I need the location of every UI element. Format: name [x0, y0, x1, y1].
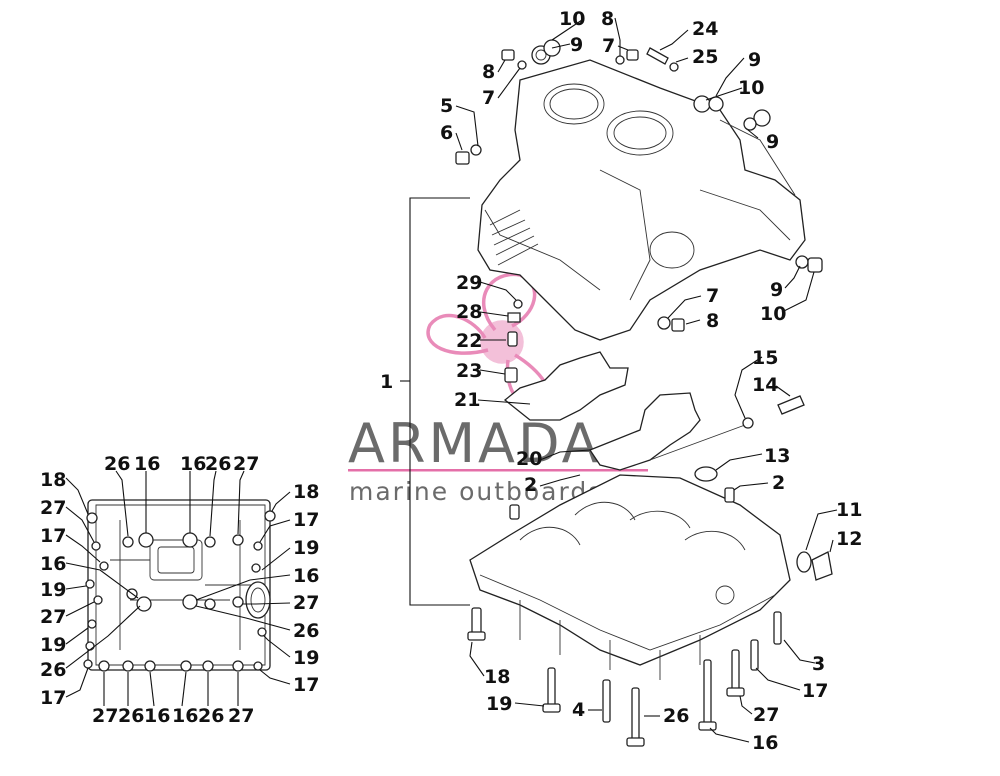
inset-callout-top-26a: 26 [104, 453, 130, 475]
callout-7-left: 7 [482, 87, 495, 109]
callout-22: 22 [456, 330, 482, 352]
callout-12: 12 [836, 528, 862, 550]
leader-lines [455, 17, 838, 743]
callout-4: 4 [572, 699, 585, 721]
inset-callout-left-27a: 27 [40, 497, 66, 519]
callout-8-lower: 8 [706, 310, 719, 332]
callout-28: 28 [456, 301, 482, 323]
inset-callout-right-16: 16 [293, 565, 319, 587]
upper-crankcase-drawing [477, 59, 806, 341]
brand-name: ARMADA [348, 412, 602, 475]
callout-19: 19 [486, 693, 512, 715]
inset-callout-bottom-16a: 16 [144, 705, 170, 727]
callout-11: 11 [836, 499, 862, 521]
inset-callout-left-16: 16 [40, 553, 66, 575]
callout-24: 24 [692, 18, 718, 40]
inset-callout-right-19a: 19 [293, 537, 319, 559]
inset-callout-right-17: 17 [293, 674, 319, 696]
callout-21: 21 [454, 389, 480, 411]
callout-9-lower: 9 [770, 279, 783, 301]
inset-callout-bottom-27b: 27 [228, 705, 254, 727]
callout-20: 20 [516, 448, 542, 470]
callout-6: 6 [440, 122, 453, 144]
callout-7-lower: 7 [706, 285, 719, 307]
callout-15: 15 [752, 347, 778, 369]
callout-10-lower: 10 [760, 303, 786, 325]
callout-1: 1 [380, 371, 393, 393]
callout-10-top: 10 [559, 8, 585, 30]
main-callouts: 10 9 8 7 24 25 8 7 5 6 9 10 9 9 10 7 8 2… [380, 8, 862, 754]
lower-crankcase-drawing [469, 474, 791, 680]
inset-callout-left-17b: 17 [40, 687, 66, 709]
callout-2-left: 2 [524, 474, 537, 496]
callout-16: 16 [752, 732, 778, 754]
inset-callout-top-26b: 26 [205, 453, 231, 475]
callout-2-right: 2 [772, 472, 785, 494]
inset-callout-left-19b: 19 [40, 634, 66, 656]
armada-watermark: ARMADA marine outboards [348, 272, 648, 506]
callout-25: 25 [692, 46, 718, 68]
inset-callout-right-19b: 19 [293, 647, 319, 669]
brand-tagline: marine outboards [349, 477, 603, 506]
inset-callout-bottom-27a: 27 [92, 705, 118, 727]
inset-callout-right-26: 26 [293, 620, 319, 642]
inset-callout-left-26: 26 [40, 659, 66, 681]
callout-8-left: 8 [482, 61, 495, 83]
callout-9-right-top: 9 [748, 49, 761, 71]
inset-callout-left-17a: 17 [40, 525, 66, 547]
inset-callout-left-18: 18 [40, 469, 66, 491]
callout-29: 29 [456, 272, 482, 294]
callout-7-top: 7 [602, 35, 615, 57]
assembly-bracket [409, 197, 470, 606]
inset-callout-bottom-26a: 26 [118, 705, 144, 727]
callout-27: 27 [753, 704, 779, 726]
callout-13: 13 [764, 445, 790, 467]
callout-8-top: 8 [601, 8, 614, 30]
inset-callout-top-16b: 16 [180, 453, 206, 475]
callout-3: 3 [812, 653, 825, 675]
small-parts-drawing [455, 39, 833, 747]
callout-10-right: 10 [738, 77, 764, 99]
callout-26: 26 [663, 705, 689, 727]
callout-9-right: 9 [766, 131, 779, 153]
inset-callout-right-27: 27 [293, 592, 319, 614]
inset-callout-left-27b: 27 [40, 606, 66, 628]
inset-callout-tr-17: 17 [293, 509, 319, 531]
bolt-plan-inset: 26 16 16 26 27 18 17 18 27 17 16 19 27 1… [40, 453, 319, 727]
callout-23: 23 [456, 360, 482, 382]
callout-9-top: 9 [570, 34, 583, 56]
brand-underline [348, 469, 648, 472]
inset-callout-tr-18: 18 [293, 481, 319, 503]
inset-callout-left-19a: 19 [40, 579, 66, 601]
callout-5: 5 [440, 95, 453, 117]
inset-callout-top-16a: 16 [134, 453, 160, 475]
baffle-plates-drawing [503, 351, 701, 471]
inset-callout-bottom-26b: 26 [198, 705, 224, 727]
inset-callout-bottom-16b: 16 [172, 705, 198, 727]
callout-18: 18 [484, 666, 510, 688]
inset-callout-top-27: 27 [233, 453, 259, 475]
callout-14: 14 [752, 374, 778, 396]
callout-17: 17 [802, 680, 828, 702]
